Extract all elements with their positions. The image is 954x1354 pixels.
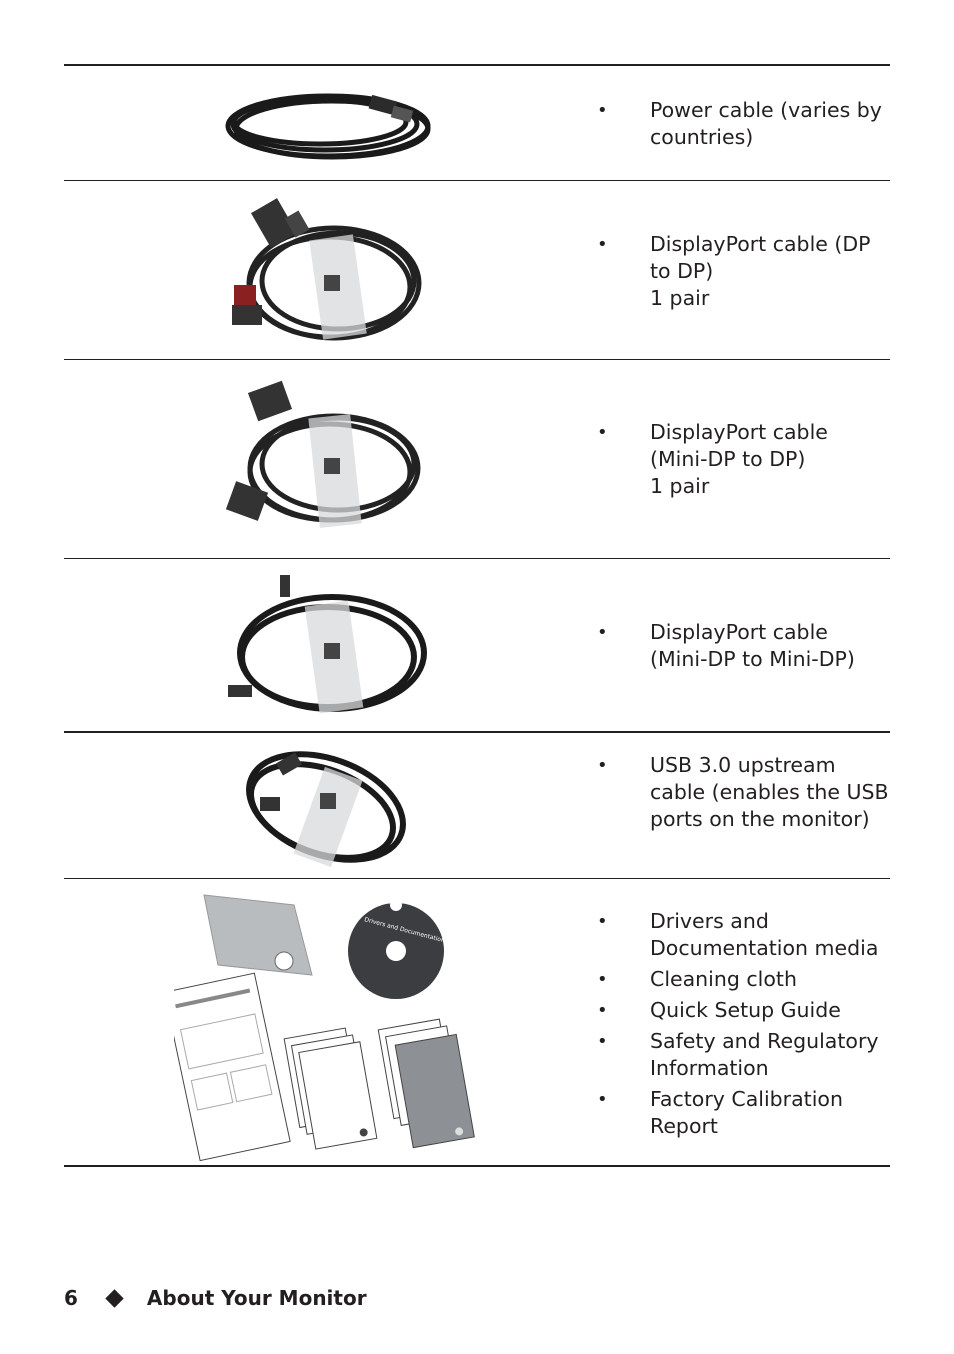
package-contents-table: •Power cable (varies by countries) (64, 64, 890, 1167)
list-item: •Quick Setup Guide (597, 998, 841, 1022)
table-row: •Power cable (varies by countries) (64, 66, 890, 181)
image-cell (64, 360, 584, 558)
item-text: Factory Calibration Report (650, 1087, 843, 1138)
image-cell (64, 559, 584, 731)
table-row: Drivers and Documentation (64, 879, 890, 1167)
list-item: •Cleaning cloth (597, 967, 797, 991)
list-item-note: 1 pair (584, 285, 890, 312)
list-item: •Safety and Regulatory Information (597, 1029, 879, 1080)
table-row: •DisplayPort cable (Mini-DP to Mini-DP) (64, 559, 890, 732)
item-text: DisplayPort cable (Mini-DP to DP) (650, 420, 828, 471)
usb-cable-image (246, 751, 406, 868)
item-text: Drivers and Documentation media (650, 909, 879, 960)
mini-dp-to-dp-cable-image (225, 380, 421, 528)
quick-setup-guide-illustration (377, 1018, 475, 1149)
item-text: Cleaning cloth (650, 967, 797, 991)
page-footer: 6 About Your Monitor (64, 1286, 367, 1310)
list-item: •Drivers and Documentation media (597, 909, 879, 960)
documentation-set-image: Drivers and Documentation (174, 894, 475, 1161)
diamond-separator-icon (105, 1288, 124, 1308)
table-row: •USB 3.0 upstream cable (enables the USB… (64, 732, 890, 879)
image-cell: Drivers and Documentation (64, 879, 584, 1165)
item-list: •Power cable (varies by countries) (584, 97, 890, 155)
list-item: •DisplayPort cable (Mini-DP to Mini-DP) (597, 620, 855, 671)
list-item: •DisplayPort cable (DP to DP) (597, 232, 871, 283)
item-text: 1 pair (650, 286, 710, 310)
item-list: •Drivers and Documentation media •Cleani… (584, 908, 890, 1144)
item-text: Power cable (varies by countries) (650, 98, 882, 149)
dp-to-dp-cable-image (232, 198, 422, 341)
section-title: About Your Monitor (146, 1286, 367, 1310)
calibration-report-illustration (174, 972, 291, 1161)
list-item: •Power cable (varies by countries) (597, 98, 882, 149)
mini-dp-to-mini-dp-cable-image (228, 575, 427, 714)
image-cell (64, 181, 584, 359)
cleaning-cloth-illustration (203, 894, 313, 976)
list-item: •DisplayPort cable (Mini-DP to DP) (597, 420, 828, 471)
list-item-note: 1 pair (584, 473, 890, 500)
media-disc-illustration: Drivers and Documentation (348, 899, 446, 999)
item-text: Safety and Regulatory Information (650, 1029, 879, 1080)
item-text: 1 pair (650, 474, 710, 498)
image-cell (64, 66, 584, 180)
image-cell (64, 733, 584, 878)
item-list: •DisplayPort cable (Mini-DP to Mini-DP) (584, 619, 890, 677)
item-text: Quick Setup Guide (650, 998, 841, 1022)
item-list: •DisplayPort cable (Mini-DP to DP) 1 pai… (584, 419, 890, 504)
item-list: •DisplayPort cable (DP to DP) 1 pair (584, 231, 890, 316)
item-text: USB 3.0 upstream cable (enables the USB … (650, 753, 889, 831)
table-row: •DisplayPort cable (Mini-DP to DP) 1 pai… (64, 360, 890, 559)
list-item: •USB 3.0 upstream cable (enables the USB… (597, 753, 889, 831)
page-number: 6 (64, 1286, 78, 1310)
safety-info-illustration (283, 1027, 378, 1150)
power-cable-image (225, 93, 431, 160)
item-list: •USB 3.0 upstream cable (enables the USB… (584, 752, 890, 837)
list-item: •Factory Calibration Report (597, 1087, 843, 1138)
table-row: •DisplayPort cable (DP to DP) 1 pair (64, 181, 890, 360)
item-text: DisplayPort cable (DP to DP) (650, 232, 871, 283)
item-text: DisplayPort cable (Mini-DP to Mini-DP) (650, 620, 855, 671)
